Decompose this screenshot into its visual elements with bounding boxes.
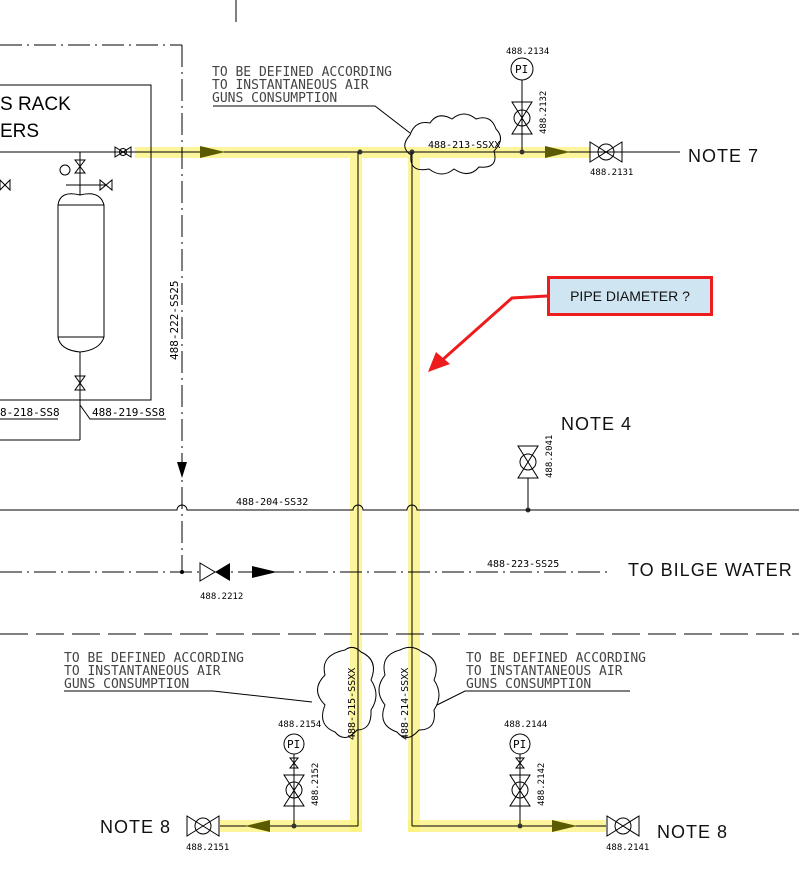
line-label-219: 488-219-SS8	[92, 406, 165, 419]
valve-icon	[509, 774, 531, 807]
to-bilge-water: TO BILGE WATER	[628, 560, 793, 580]
line-label-223: 488-223-SS25	[487, 559, 559, 570]
svg-text:488.2154: 488.2154	[278, 720, 321, 730]
svg-text:488.2141: 488.2141	[606, 843, 649, 853]
annotation-left: TO BE DEFINED ACCORDING TO INSTANTANEOUS…	[64, 651, 313, 703]
valve-icon	[283, 774, 305, 807]
svg-text:488.2041: 488.2041	[545, 435, 555, 478]
pipe-diameter-callout: PIPE DIAMETER ?	[547, 276, 713, 316]
pressure-gauge-icon	[59, 164, 71, 176]
valve-icon	[511, 101, 533, 135]
pi-tag-2134: 488.2134	[506, 47, 549, 57]
svg-text:PI: PI	[287, 738, 300, 751]
note-7: NOTE 7	[688, 146, 759, 166]
svg-text:TO INSTANTANEOUS AIR: TO INSTANTANEOUS AIR	[466, 664, 623, 679]
flow-arrow-icon	[552, 820, 577, 832]
line-label-204: 488-204-SS32	[236, 497, 308, 508]
note-8-right: NOTE 8	[657, 822, 728, 842]
svg-text:488.2212: 488.2212	[200, 592, 243, 602]
valve-2141-icon	[606, 815, 640, 837]
note-8-left: NOTE 8	[100, 817, 171, 837]
valve-icon	[73, 159, 87, 174]
valve-icon	[74, 375, 86, 391]
svg-text:PI: PI	[513, 738, 526, 751]
svg-text:488.2132: 488.2132	[539, 91, 549, 134]
svg-text:TO INSTANTANEOUS AIR: TO INSTANTANEOUS AIR	[212, 78, 369, 93]
check-valve-2212-icon	[215, 563, 230, 581]
annotation-top: TO BE DEFINED ACCORDING TO INSTANTANEOUS…	[212, 65, 411, 134]
valve-2131-icon	[589, 141, 623, 163]
pipe-204	[0, 504, 799, 511]
line-label-214: 488-214-SSXX	[400, 668, 411, 740]
svg-text:488.2131: 488.2131	[590, 168, 633, 178]
rack-box	[0, 84, 152, 401]
svg-text:TO BE DEFINED ACCORDING: TO BE DEFINED ACCORDING	[64, 651, 244, 666]
revision-cloud	[378, 646, 440, 738]
svg-text:TO BE DEFINED ACCORDING: TO BE DEFINED ACCORDING	[212, 65, 392, 80]
revision-cloud	[317, 646, 377, 738]
valve-2041-icon	[517, 445, 539, 479]
line-label-222: 488-222-SS25	[168, 281, 181, 360]
valve-2151-icon	[186, 815, 220, 837]
revision-cloud	[404, 113, 501, 175]
svg-text:GUNS CONSUMPTION: GUNS CONSUMPTION	[64, 677, 189, 692]
svg-text:488.2152: 488.2152	[311, 763, 321, 806]
safety-valve-icon	[99, 178, 113, 192]
svg-text:488.2142: 488.2142	[537, 763, 547, 806]
flow-arrow-down-icon	[177, 462, 187, 478]
rack-skid: S RACK ERS 8-218-SS8 488-219-SS8	[0, 84, 166, 441]
rack-title-1: S RACK	[0, 94, 71, 115]
air-receiver-vessel	[57, 204, 105, 338]
svg-text:488.2144: 488.2144	[504, 720, 547, 730]
safety-valve-icon	[0, 178, 11, 192]
highlight-214	[408, 158, 420, 832]
flow-arrow-icon	[245, 820, 270, 832]
svg-text:488.2151: 488.2151	[186, 843, 229, 853]
callout-leader	[439, 294, 548, 364]
svg-text:GUNS CONSUMPTION: GUNS CONSUMPTION	[212, 91, 337, 106]
rack-title-2: ERS	[0, 121, 39, 142]
flow-arrow-icon	[200, 146, 225, 158]
line-label-215: 488-215-SSXX	[347, 668, 358, 740]
svg-text:TO BE DEFINED ACCORDING: TO BE DEFINED ACCORDING	[466, 651, 646, 666]
note-4: NOTE 4	[561, 414, 632, 434]
svg-text:TO INSTANTANEOUS AIR: TO INSTANTANEOUS AIR	[64, 664, 221, 679]
svg-text:GUNS CONSUMPTION: GUNS CONSUMPTION	[466, 677, 591, 692]
highlight-215	[350, 158, 362, 832]
line-label-218: 8-218-SS8	[0, 406, 60, 419]
flow-arrow-icon	[545, 146, 570, 158]
flow-arrow-icon	[252, 566, 277, 578]
callout-arrow-icon	[428, 352, 450, 372]
annotation-right: TO BE DEFINED ACCORDING TO INSTANTANEOUS…	[436, 651, 646, 706]
line-label-213: 488-213-SSXX	[428, 140, 500, 151]
svg-text:PI: PI	[515, 63, 528, 76]
